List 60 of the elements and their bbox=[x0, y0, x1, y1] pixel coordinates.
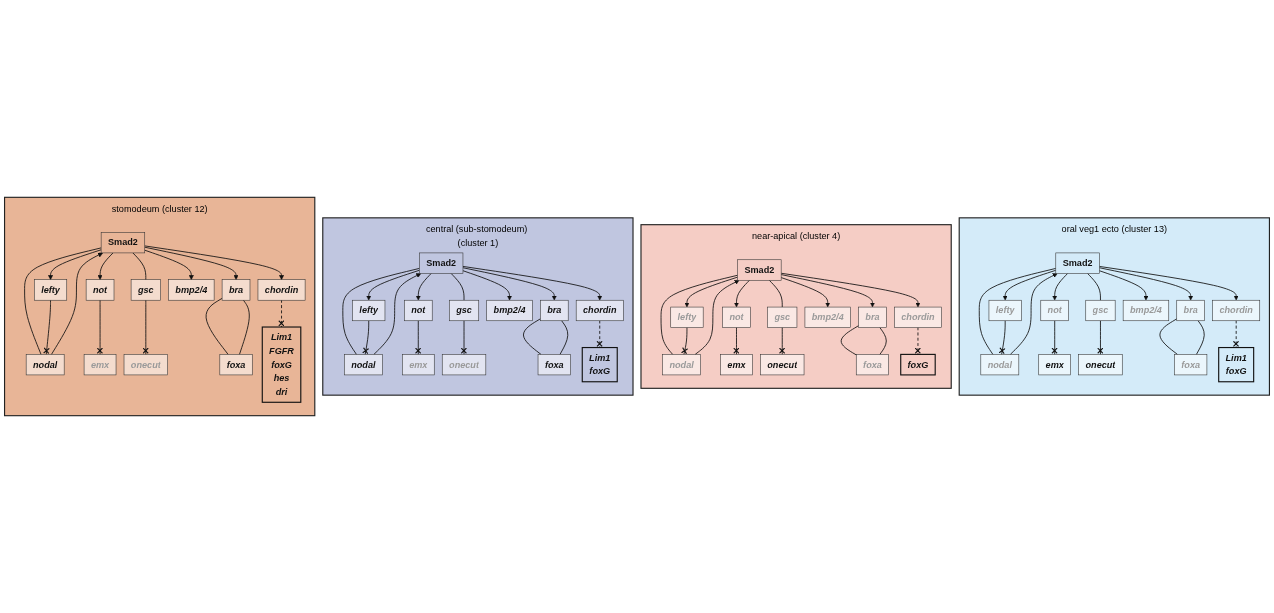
node-box: Lim1 foxG bbox=[581, 347, 618, 383]
node-box: emx bbox=[1038, 354, 1071, 376]
node-box: gsc bbox=[767, 306, 798, 328]
node-box: not bbox=[1040, 299, 1069, 322]
node-box: lefty bbox=[670, 306, 704, 328]
node-box: foxa bbox=[855, 354, 889, 376]
node-box: bmp2/4 bbox=[1122, 299, 1170, 322]
connector bbox=[1159, 318, 1178, 355]
node-box: Smad2 bbox=[100, 232, 146, 254]
node-box: Smad2 bbox=[737, 259, 782, 281]
node-box: onecut bbox=[760, 354, 805, 376]
node-box: nodal bbox=[662, 354, 701, 376]
connector bbox=[768, 279, 783, 308]
node-box: emx bbox=[720, 354, 753, 376]
node-box: chordin bbox=[1212, 299, 1261, 322]
node-box: bra bbox=[858, 306, 887, 328]
connector bbox=[239, 299, 250, 355]
node-box: bra bbox=[221, 279, 251, 301]
node-box: onecut bbox=[441, 354, 487, 376]
node-box: Lim1 foxG bbox=[1218, 347, 1255, 383]
connector bbox=[1196, 320, 1205, 355]
node-box: chordin bbox=[894, 306, 942, 328]
node-box: foxa bbox=[1174, 354, 1208, 376]
node-box: chordin bbox=[257, 279, 306, 301]
node-box: not bbox=[722, 306, 751, 328]
node-box: gsc bbox=[130, 279, 161, 301]
node-box: bra bbox=[1176, 299, 1205, 322]
node-box: foxa bbox=[537, 354, 571, 376]
node-box: nodal bbox=[25, 354, 65, 376]
node-box: nodal bbox=[980, 354, 1020, 376]
node-box: bmp2/4 bbox=[168, 279, 215, 301]
node-box: Lim1 FGFR foxG hes dri bbox=[261, 326, 302, 403]
node-box: nodal bbox=[344, 354, 383, 376]
connector bbox=[450, 273, 465, 301]
connector bbox=[559, 320, 569, 355]
node-box: bmp2/4 bbox=[804, 306, 851, 328]
node-box: onecut bbox=[1078, 354, 1123, 376]
connector bbox=[1087, 273, 1101, 301]
connector bbox=[523, 318, 542, 355]
node-box: onecut bbox=[123, 354, 168, 376]
node-box: bmp2/4 bbox=[486, 299, 533, 322]
node-box: gsc bbox=[1085, 299, 1116, 322]
node-box: Smad2 bbox=[1055, 252, 1100, 274]
connector bbox=[132, 252, 147, 281]
node-box: lefty bbox=[34, 279, 68, 301]
connector bbox=[840, 325, 859, 356]
node-box: chordin bbox=[575, 299, 624, 322]
node-box: bra bbox=[540, 299, 569, 322]
node-box: foxG bbox=[900, 353, 936, 376]
connector bbox=[205, 297, 229, 355]
node-box: lefty bbox=[988, 299, 1022, 322]
node-box: not bbox=[85, 279, 115, 301]
node-box: Smad2 bbox=[419, 252, 464, 274]
node-box: emx bbox=[402, 354, 435, 376]
node-box: not bbox=[404, 299, 433, 322]
connector bbox=[879, 327, 887, 355]
node-box: foxa bbox=[219, 354, 253, 376]
node-box: gsc bbox=[449, 299, 479, 322]
node-box: lefty bbox=[352, 299, 386, 322]
node-box: emx bbox=[83, 354, 117, 376]
